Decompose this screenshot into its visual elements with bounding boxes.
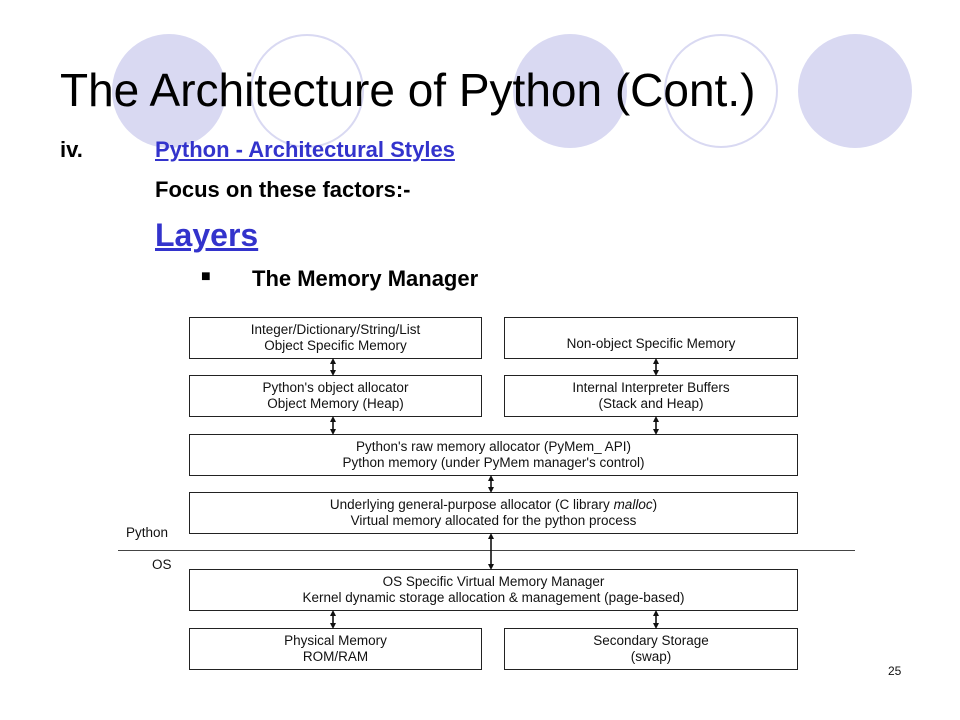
- raw-memory-allocator-box: Python's raw memory allocator (PyMem_ AP…: [189, 434, 798, 476]
- python-os-divider: [118, 550, 855, 551]
- box-line: OS Specific Virtual Memory Manager: [382, 574, 605, 589]
- slide-title: The Architecture of Python (Cont.): [60, 64, 756, 116]
- box-line: Virtual memory allocated for the python …: [350, 513, 637, 528]
- box-line: ROM/RAM: [302, 649, 369, 664]
- object-specific-memory-box: Integer/Dictionary/String/List Object Sp…: [189, 317, 482, 359]
- box-line: Non-object Specific Memory: [566, 336, 736, 351]
- architectural-styles-link[interactable]: Python - Architectural Styles: [155, 137, 455, 162]
- list-numeral: iv.: [60, 137, 83, 162]
- box-line: Kernel dynamic storage allocation & mana…: [302, 590, 685, 605]
- square-bullet-icon: ■: [201, 268, 211, 285]
- focus-text: Focus on these factors:-: [155, 177, 411, 202]
- memory-manager-heading: The Memory Manager: [252, 266, 479, 291]
- secondary-storage-box: Secondary Storage (swap): [504, 628, 798, 670]
- box-line: (swap): [630, 649, 672, 664]
- page-number: 25: [888, 664, 902, 678]
- box-line: (Stack and Heap): [598, 396, 704, 411]
- python-side-label: Python: [126, 525, 169, 540]
- box-line: Internal Interpreter Buffers: [572, 380, 730, 395]
- os-side-label: OS: [152, 557, 172, 572]
- malloc-term: malloc: [613, 497, 653, 512]
- box-line: Secondary Storage: [593, 633, 709, 648]
- decor-circle-2: [250, 34, 364, 148]
- decor-circle-5: [798, 34, 912, 148]
- box-line: Object Specific Memory: [264, 338, 407, 353]
- box-line: Physical Memory: [284, 633, 387, 648]
- box-line: Python's raw memory allocator (PyMem_ AP…: [356, 439, 631, 454]
- box-line-part: ): [652, 497, 658, 512]
- os-virtual-memory-manager-box: OS Specific Virtual Memory Manager Kerne…: [189, 569, 798, 611]
- box-line-part: Underlying general-purpose allocator (C …: [329, 497, 614, 512]
- box-line: Python memory (under PyMem manager's con…: [342, 455, 645, 470]
- decor-circle-3: [513, 34, 627, 148]
- decor-circle-1: [112, 34, 226, 148]
- box-line: Integer/Dictionary/String/List: [250, 322, 421, 337]
- decor-circle-4: [664, 34, 778, 148]
- box-line: Python's object allocator: [262, 380, 409, 395]
- layers-link[interactable]: Layers: [155, 217, 259, 253]
- interpreter-buffers-box: Internal Interpreter Buffers (Stack and …: [504, 375, 798, 417]
- box-line: Underlying general-purpose allocator (C …: [330, 497, 657, 513]
- non-object-specific-memory-box: Non-object Specific Memory: [504, 317, 798, 359]
- box-line: Object Memory (Heap): [267, 396, 404, 411]
